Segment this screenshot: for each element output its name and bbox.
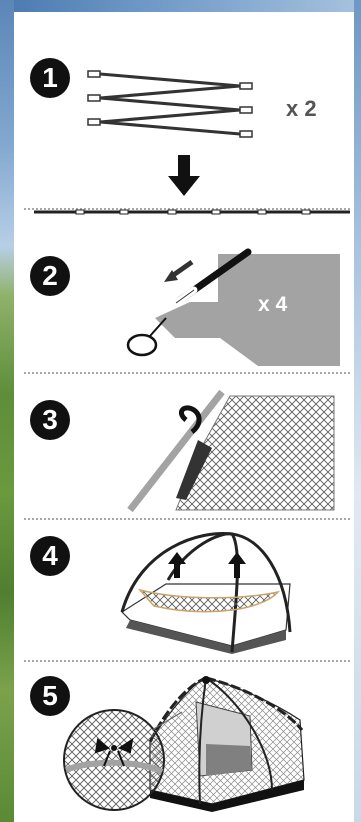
step-2-multiplier: x 4 xyxy=(258,293,288,316)
tent-assembled-icon xyxy=(150,676,304,812)
pole-insert-icon xyxy=(128,252,340,366)
assembled-pole-icon xyxy=(34,210,350,214)
tent-frame-icon xyxy=(122,533,290,654)
pole-segments-icon xyxy=(88,71,252,137)
sleeve-clip-icon xyxy=(130,392,334,510)
down-arrow-icon xyxy=(168,155,200,196)
